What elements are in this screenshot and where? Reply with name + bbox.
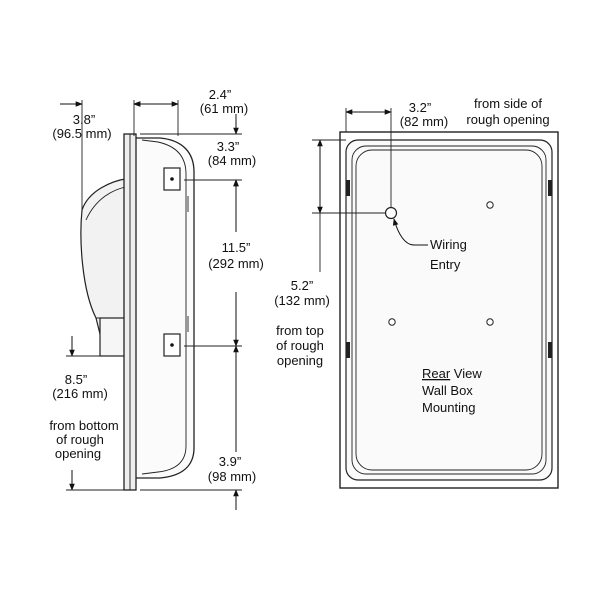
rear-view: 3.2” (82 mm) from side of rough opening … [274, 96, 559, 489]
note-top-3: opening [277, 353, 323, 368]
title-rear-rest: View [450, 366, 482, 381]
label-depth-in: 3.8” [73, 112, 95, 127]
label-side-in: 3.2” [409, 100, 431, 115]
title-line-1: Wall Box [422, 383, 473, 398]
note-top-1: from top [276, 323, 324, 338]
title-rear-emphasis: Rear [422, 366, 451, 381]
title-rear-view: Rear View [422, 366, 482, 381]
wiring-label-2: Entry [430, 257, 461, 272]
label-flange-in: 2.4” [209, 87, 231, 102]
label-bracket-spacing-in: 11.5” [222, 240, 251, 255]
note-bottom-1: from bottom [49, 418, 118, 433]
label-bottom-in: 8.5” [65, 372, 87, 387]
wiring-leader [392, 218, 428, 246]
label-bracket-spacing-mm: (292 mm) [208, 256, 264, 271]
label-flange-mm: (61 mm) [200, 101, 248, 116]
side-view: 3.8” (96.5 mm) 2.4” (61 mm) 3.3” (84 mm)… [49, 87, 264, 510]
label-top-mm: (132 mm) [274, 293, 330, 308]
label-side-mm: (82 mm) [400, 114, 448, 129]
note-bottom-3: opening [55, 446, 101, 461]
note-side-1: from side of [474, 96, 542, 111]
wiring-entry-hole [384, 206, 398, 220]
rear-recessed-box [345, 139, 553, 481]
label-depth-mm: (96.5 mm) [52, 126, 111, 141]
label-top-bracket-mm: (84 mm) [208, 153, 256, 168]
label-bottom-bracket-in: 3.9” [219, 454, 241, 469]
label-bottom-bracket-mm: (98 mm) [208, 469, 256, 484]
label-bottom-mm: (216 mm) [52, 386, 108, 401]
title-line-2: Mounting [422, 400, 475, 415]
wall-box-profile [136, 137, 195, 479]
dryer-body [80, 177, 133, 335]
wiring-label-1: Wiring [430, 237, 467, 252]
note-top-2: of rough [276, 338, 324, 353]
label-top-in: 5.2” [291, 278, 313, 293]
note-bottom-2: of rough [56, 432, 104, 447]
note-side-2: rough opening [466, 112, 549, 127]
label-top-bracket-in: 3.3” [217, 139, 239, 154]
